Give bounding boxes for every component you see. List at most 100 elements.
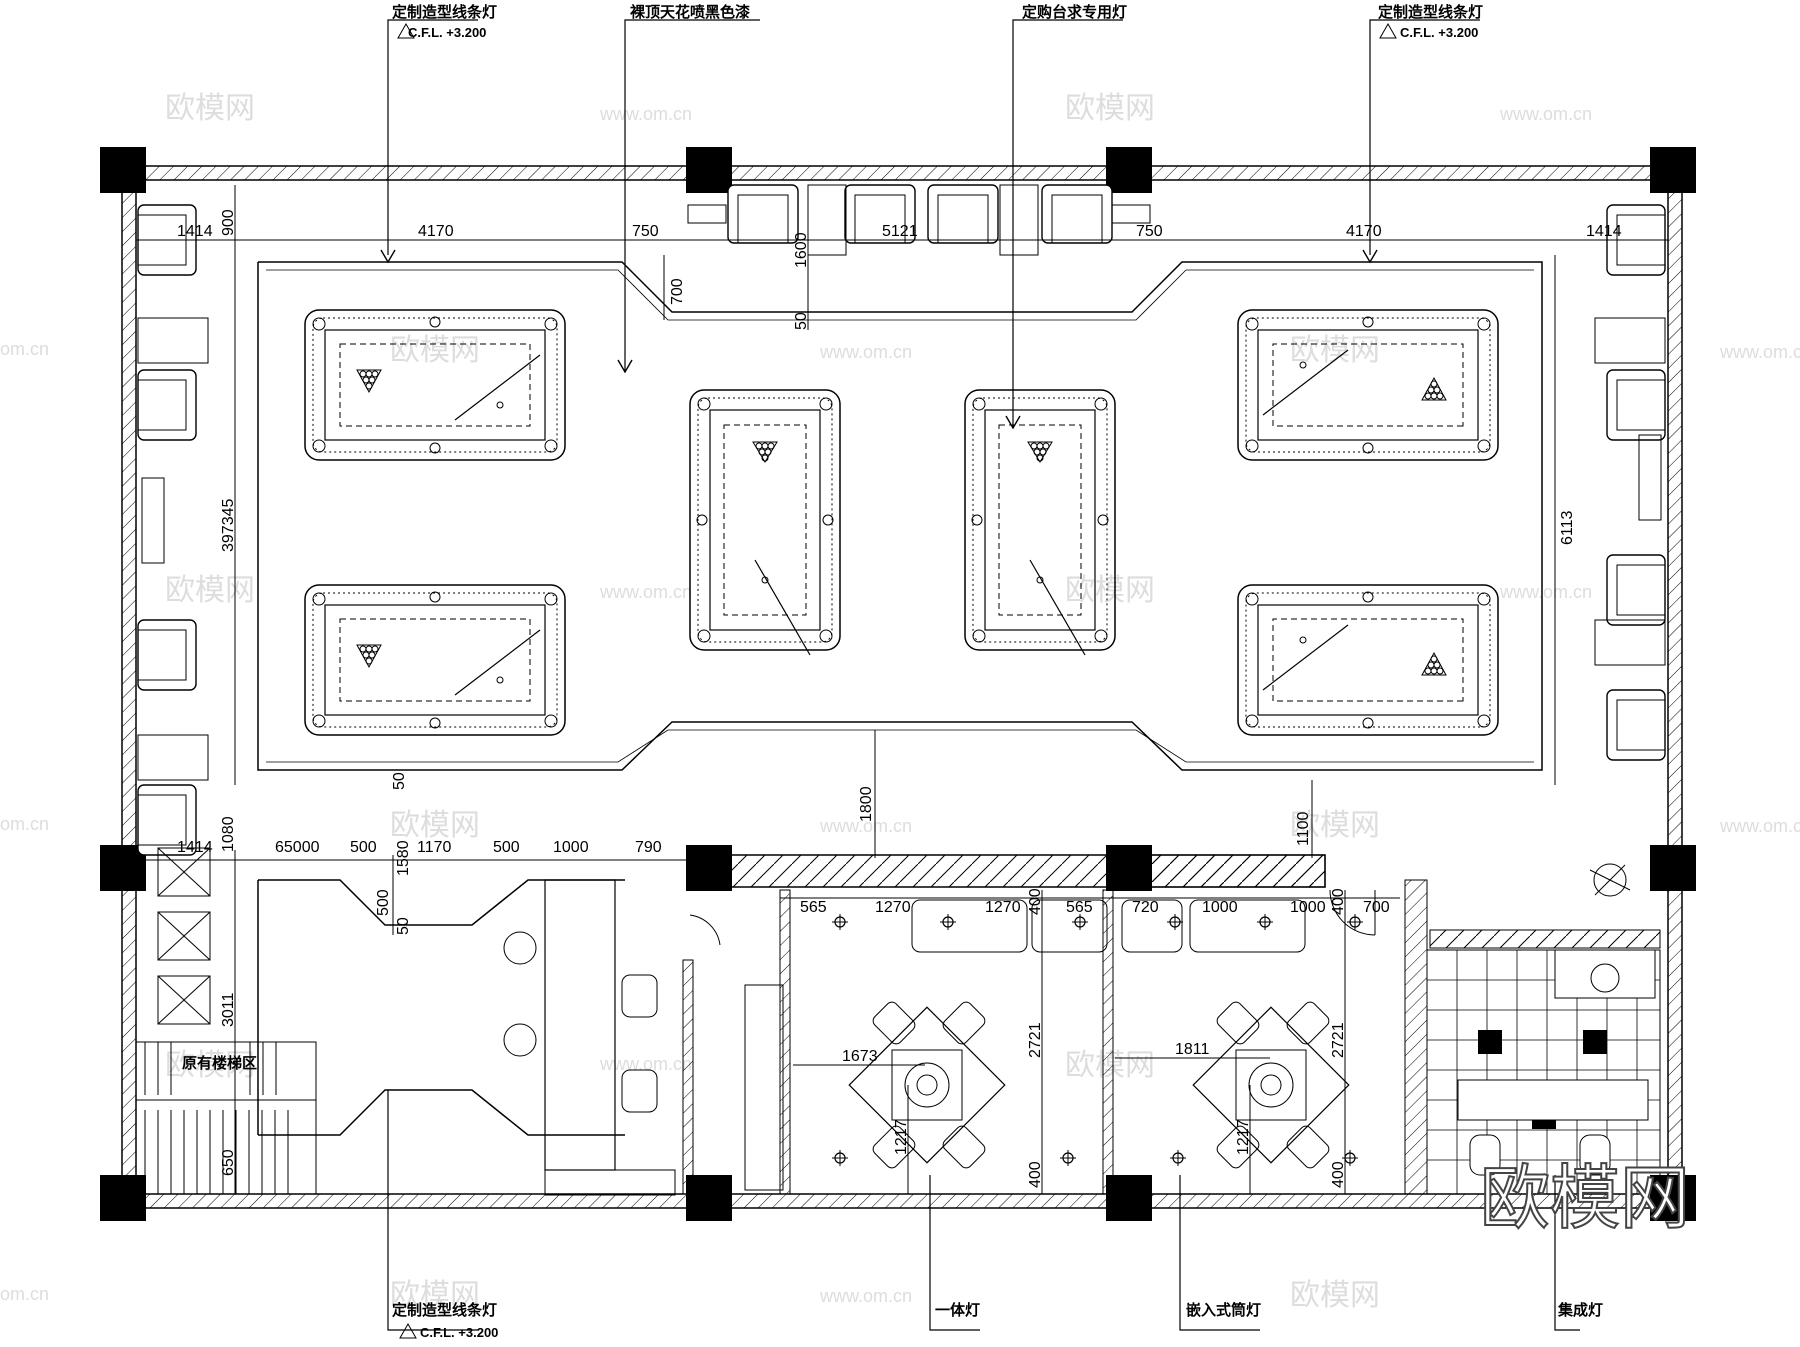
label-top-right-sub: C.F.L. +3.200 (1400, 25, 1478, 40)
dim-text: 3011 (220, 992, 237, 1027)
dim-text: 900 (220, 209, 237, 236)
dim-text: 1270 (875, 899, 911, 916)
dim-text: 700 (669, 278, 686, 305)
dim-text: 50 (395, 917, 412, 935)
dim-text: 1414 (1586, 223, 1622, 240)
downlight-icon (1169, 1149, 1187, 1167)
downlight-icon (1166, 913, 1184, 931)
watermark-url: www.om.cn (1719, 816, 1800, 836)
watermark-text: 欧模网 (1290, 808, 1380, 843)
watermark-text: 欧模网 (165, 573, 255, 608)
private-room-2 (1121, 889, 1376, 1169)
dim-text: 1080 (220, 816, 237, 852)
restroom (1426, 863, 1661, 1195)
watermark-url: www.om.cn (599, 104, 692, 124)
triangle-icon (397, 22, 415, 39)
dim-text: 500 (493, 839, 520, 856)
watermark-url: www.om.cn (1719, 342, 1800, 362)
dimension-lines (136, 185, 1668, 1194)
dim-text: 1217 (893, 1119, 910, 1155)
watermark-url: om.cn (0, 814, 49, 834)
triangle-icon (1379, 22, 1397, 39)
label-top-mid-left: 裸顶天花喷黑色漆 (630, 3, 750, 21)
private-room-1 (848, 899, 1108, 1169)
dim-text: 400 (1330, 888, 1347, 915)
downlight-icon (1059, 1149, 1077, 1167)
watermark-url: www.om.cn (819, 816, 912, 836)
dim-text: 1811 (1175, 1041, 1210, 1058)
pool-table (304, 584, 566, 736)
watermark-text: 欧模网 (1290, 1278, 1380, 1313)
outer-walls (121, 165, 1683, 1209)
watermark-url: www.om.cn (599, 582, 692, 602)
label-top-left: 定制造型线条灯 (392, 3, 497, 21)
watermark-url: www.om.cn (819, 1286, 912, 1306)
dim-text: 400 (1027, 1161, 1044, 1188)
dimension-texts: 1414 4170 750 5121 750 4170 1414 900 700… (177, 209, 1622, 1188)
annotation-labels: 定制造型线条灯 C.F.L. +3.200 裸顶天花喷黑色漆 定购台求专用灯 定… (182, 3, 1603, 1340)
label-bottom-mid2: 嵌入式筒灯 (1186, 1301, 1261, 1319)
dim-text: 1414 (177, 839, 213, 856)
dim-text: 2721 (1027, 1022, 1044, 1058)
dim-text: 750 (1136, 223, 1163, 240)
watermark-text: 欧模网 (165, 1048, 255, 1083)
dim-text: 1000 (553, 839, 589, 856)
dim-text: 1000 (1290, 899, 1326, 916)
label-bottom-mid1: 一体灯 (935, 1301, 980, 1319)
watermark-text: 欧模网 (390, 1278, 480, 1313)
watermark-text: 欧模网 (165, 91, 255, 126)
dim-text: 65000 (275, 839, 320, 856)
watermark-text: 欧模网 (390, 808, 480, 843)
dim-text: 1800 (858, 786, 875, 822)
pool-table (689, 389, 841, 656)
dim-text: 790 (635, 839, 662, 856)
dim-text: 1000 (1202, 899, 1238, 916)
watermark-url: om.cn (0, 339, 49, 359)
triangle-icon (399, 1322, 417, 1339)
downlight-icon (1256, 913, 1274, 931)
watermark-logo: 欧模网 (1480, 1157, 1690, 1239)
bar-area (257, 879, 784, 1196)
label-top-left-sub: C.F.L. +3.200 (408, 25, 486, 40)
downlight-icon (1071, 913, 1089, 931)
dim-text: 50 (793, 312, 810, 330)
watermark-url: om.cn (0, 1284, 49, 1304)
watermark-text: 欧模网 (1065, 91, 1155, 126)
downlight-icon (831, 913, 849, 931)
label-stair-area: 原有楼梯区 (182, 1054, 257, 1072)
pool-table (964, 389, 1116, 656)
dim-text: 700 (1363, 899, 1390, 916)
watermark-url: www.om.cn (1499, 104, 1592, 124)
watermark-url: www.om.cn (599, 1054, 692, 1074)
dim-text: 1100 (1295, 811, 1312, 846)
dim-text: 4170 (418, 223, 454, 240)
watermark-text: 欧模网 (1290, 333, 1380, 368)
pool-table (1237, 584, 1499, 736)
dim-text: 400 (1330, 1161, 1347, 1188)
label-bottom-right: 集成灯 (1557, 1301, 1603, 1319)
dim-text: 2721 (1330, 1022, 1347, 1058)
dim-text: 6113 (1559, 510, 1576, 545)
dim-text: 5121 (882, 223, 918, 240)
dim-text: 565 (1066, 899, 1093, 916)
downlight-icon (831, 1149, 849, 1167)
dim-text: 50 (391, 772, 408, 790)
dim-text: 720 (1132, 899, 1159, 916)
dim-text: 750 (632, 223, 659, 240)
dim-text: 650 (220, 1149, 237, 1176)
dim-text: 1414 (177, 223, 213, 240)
label-top-right: 定制造型线条灯 (1378, 3, 1483, 21)
seating (137, 184, 1666, 856)
dim-text: 4170 (1346, 223, 1382, 240)
dim-text: 1673 (842, 1048, 878, 1065)
dim-text: 1600 (793, 232, 810, 268)
watermark-text: 欧模网 (1065, 573, 1155, 608)
dim-text: 500 (375, 889, 392, 916)
downlight-icon (939, 913, 957, 931)
leader-lines (387, 19, 1580, 1331)
label-top-mid-right: 定购台求专用灯 (1022, 3, 1127, 21)
dim-text: 397345 (220, 499, 237, 552)
watermark-url: www.om.cn (819, 342, 912, 362)
dim-text: 565 (800, 899, 827, 916)
